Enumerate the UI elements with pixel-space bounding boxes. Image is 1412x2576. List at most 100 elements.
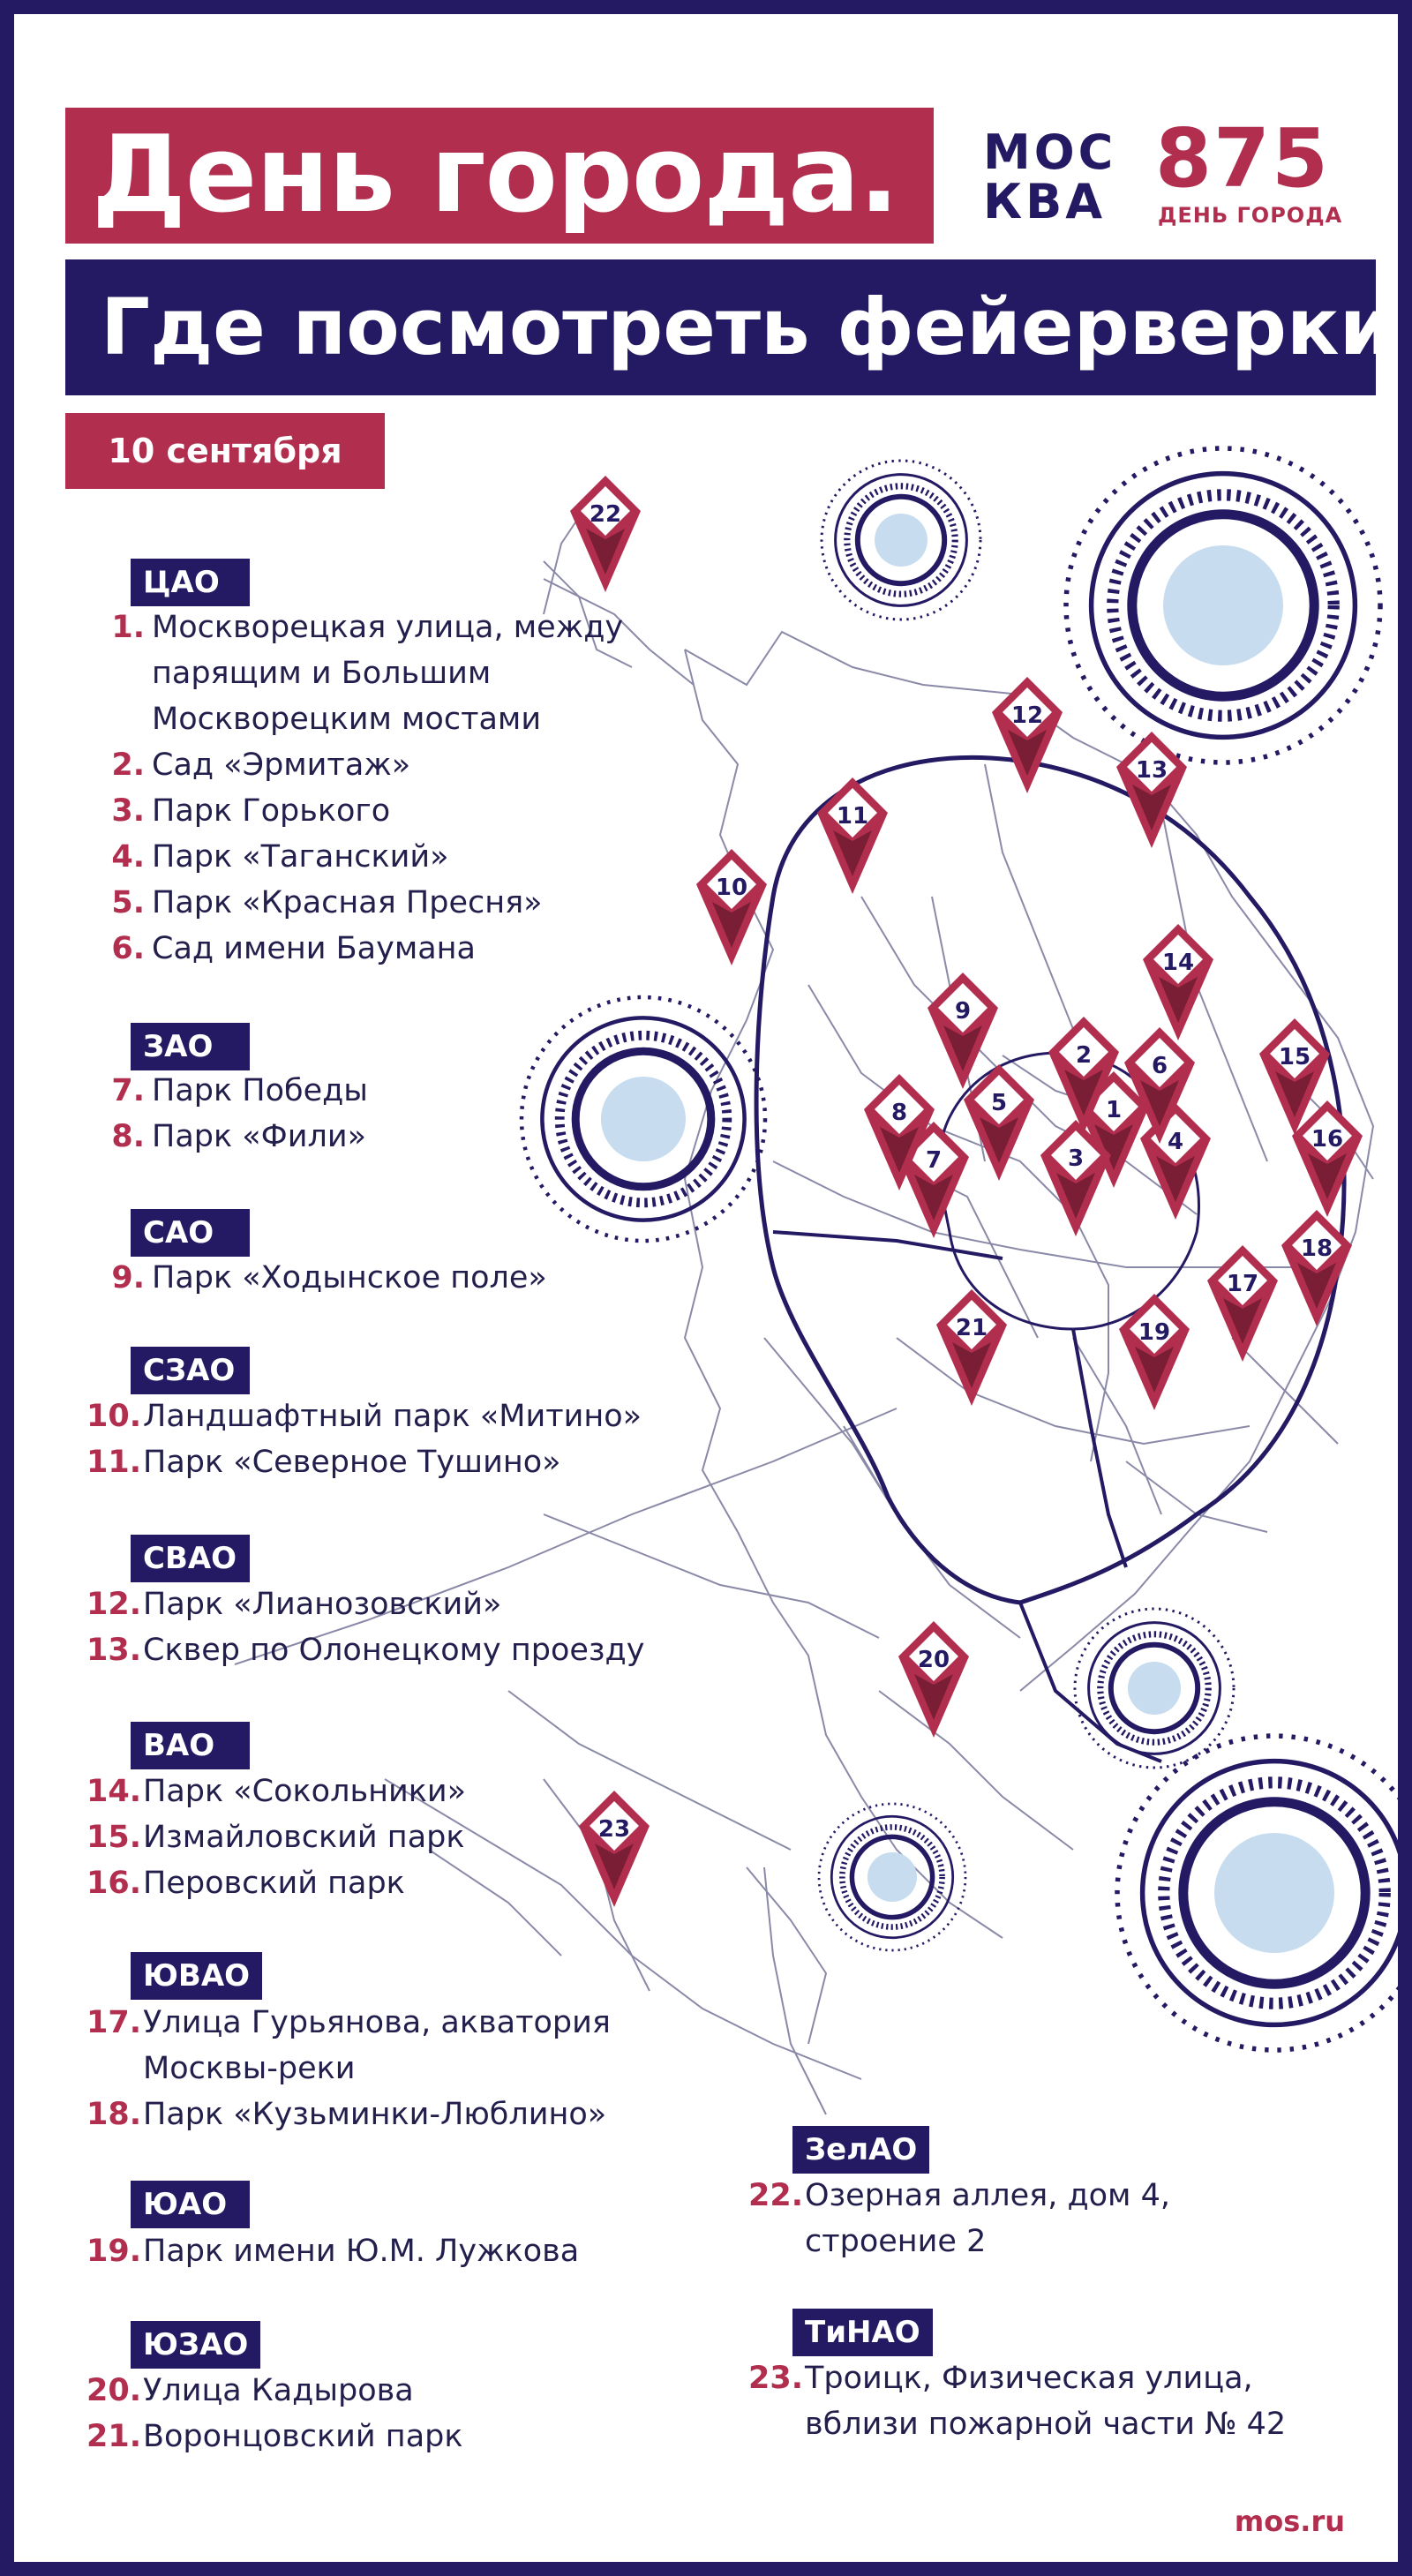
burst-ring bbox=[1097, 1631, 1212, 1746]
map-marker: 10 bbox=[696, 849, 767, 965]
marker-label-bg bbox=[1059, 1027, 1108, 1077]
marker-number: 16 bbox=[1311, 1126, 1343, 1153]
marker-shadow bbox=[586, 529, 625, 575]
marker-shadow bbox=[833, 830, 872, 876]
highway bbox=[1071, 1328, 1128, 1568]
location-item: 20.Улица Кадырова bbox=[86, 2368, 414, 2414]
location-text: Москворецким мостами bbox=[152, 702, 542, 737]
location-item: 12.Парк «Лианозовский» bbox=[86, 1581, 501, 1627]
marker-label-bg bbox=[590, 1801, 639, 1851]
map-marker: 22 bbox=[570, 476, 641, 592]
burst-ring bbox=[844, 483, 958, 597]
location-number: 9. bbox=[111, 1260, 145, 1296]
marker-shadow bbox=[1064, 1070, 1103, 1115]
map-marker: 5 bbox=[964, 1064, 1034, 1181]
marker-shadow bbox=[1135, 1347, 1174, 1393]
burst-ring bbox=[1178, 1797, 1371, 1989]
marker-label-bg bbox=[909, 1132, 958, 1182]
location-number: 19. bbox=[86, 2234, 142, 2269]
location-item: 21.Воронцовский парк bbox=[86, 2414, 463, 2460]
street bbox=[807, 984, 1109, 1462]
burst-ring bbox=[1115, 1733, 1398, 2053]
location-number: 23. bbox=[748, 2361, 804, 2396]
firework-burst bbox=[1073, 1607, 1236, 1769]
marker-label-bg bbox=[875, 1085, 924, 1134]
district-label: ЮАО bbox=[131, 2181, 250, 2228]
location-text: парящим и Большим bbox=[152, 656, 492, 691]
location-text: Парк имени Ю.М. Лужкова bbox=[143, 2234, 580, 2269]
location-text: Улица Кадырова bbox=[143, 2373, 414, 2408]
map-marker: 19 bbox=[1119, 1294, 1190, 1410]
map-marker: 16 bbox=[1292, 1100, 1363, 1217]
location-item: 10.Ландшафтный парк «Митино» bbox=[86, 1393, 642, 1439]
location-text: Парк «Северное Тушино» bbox=[143, 1445, 561, 1480]
street bbox=[543, 560, 633, 668]
location-item: 14.Парк «Сокольники» bbox=[86, 1769, 466, 1814]
district-label: ЗАО bbox=[131, 1023, 250, 1070]
location-text: Парк «Фили» bbox=[152, 1119, 367, 1154]
location-item: 7.Парк Победы bbox=[95, 1068, 368, 1114]
burst-core bbox=[867, 1852, 917, 1902]
marker-shadow bbox=[1140, 1080, 1179, 1126]
location-text: Перовский парк bbox=[143, 1866, 405, 1901]
location-text: Сад имени Баумана bbox=[152, 931, 477, 966]
street bbox=[763, 1866, 827, 2115]
map-marker: 15 bbox=[1259, 1018, 1330, 1135]
burst-ring bbox=[1088, 470, 1358, 740]
location-item: 22.Озерная аллея, дом 4,строение 2 bbox=[748, 2173, 1170, 2264]
location-item: 5.Парк «Красная Пресня» bbox=[95, 880, 543, 926]
location-number: 21. bbox=[86, 2419, 142, 2454]
location-number: 12. bbox=[86, 1587, 142, 1622]
location-text: вблизи пожарной части № 42 bbox=[805, 2407, 1287, 2442]
location-text: Москвы-реки bbox=[143, 2051, 356, 2086]
highway bbox=[772, 1230, 1003, 1260]
marker-label-bg bbox=[1051, 1130, 1100, 1180]
firework-burst bbox=[1115, 1733, 1398, 2053]
district-label: ТиНАО bbox=[792, 2309, 933, 2356]
marker-number: 11 bbox=[837, 803, 868, 830]
marker-shadow bbox=[1308, 1153, 1347, 1199]
marker-label-bg bbox=[1089, 1082, 1138, 1131]
location-number: 14. bbox=[86, 1774, 142, 1809]
map-marker: 6 bbox=[1124, 1027, 1195, 1144]
street bbox=[763, 1337, 898, 1515]
marker-label-bg bbox=[947, 1300, 996, 1349]
district-label: ЮВАО bbox=[131, 1952, 263, 2000]
location-number: 20. bbox=[86, 2373, 142, 2408]
street bbox=[684, 630, 1375, 1692]
moscow-875-logo: МОС КВА 875 ДЕНЬ ГОРОДА bbox=[983, 118, 1389, 235]
location-item: 2.Сад «Эрмитаж» bbox=[95, 742, 410, 788]
location-text: Ландшафтный парк «Митино» bbox=[143, 1399, 642, 1434]
burst-ring bbox=[834, 473, 968, 607]
burst-ring bbox=[519, 995, 768, 1243]
location-text: Парк «Красная Пресня» bbox=[152, 885, 543, 920]
location-number: 16. bbox=[86, 1866, 142, 1901]
location-text: Парк «Лианозовский» bbox=[143, 1587, 502, 1622]
marker-number: 7 bbox=[926, 1147, 942, 1174]
marker-number: 3 bbox=[1068, 1145, 1084, 1172]
street bbox=[428, 1849, 562, 1956]
marker-label-bg bbox=[1127, 742, 1176, 792]
burst-ring bbox=[554, 1030, 732, 1208]
burst-ring bbox=[1073, 1607, 1236, 1769]
location-number: 2. bbox=[111, 747, 145, 783]
marker-number: 10 bbox=[716, 875, 747, 901]
map-marker: 9 bbox=[928, 973, 998, 1089]
district-label: ЦАО bbox=[131, 559, 250, 606]
firework-bursts bbox=[519, 446, 1398, 2053]
page-title: День города. bbox=[65, 108, 934, 244]
marker-shadow bbox=[880, 1127, 919, 1173]
marker-number: 4 bbox=[1168, 1129, 1183, 1155]
marker-label-bg bbox=[1218, 1256, 1267, 1305]
page-subtitle: Где посмотреть фейерверки bbox=[65, 259, 1393, 395]
burst-ring bbox=[1158, 1776, 1391, 2009]
location-text: Троицк, Физическая улица, bbox=[805, 2361, 1253, 2396]
marker-number: 1 bbox=[1106, 1097, 1122, 1123]
location-text: Улица Гурьянова, акватория bbox=[143, 2005, 611, 2040]
marker-number: 23 bbox=[598, 1816, 630, 1843]
marker-label-bg bbox=[974, 1075, 1024, 1124]
street bbox=[631, 1955, 862, 2080]
marker-shadow bbox=[1159, 977, 1198, 1023]
